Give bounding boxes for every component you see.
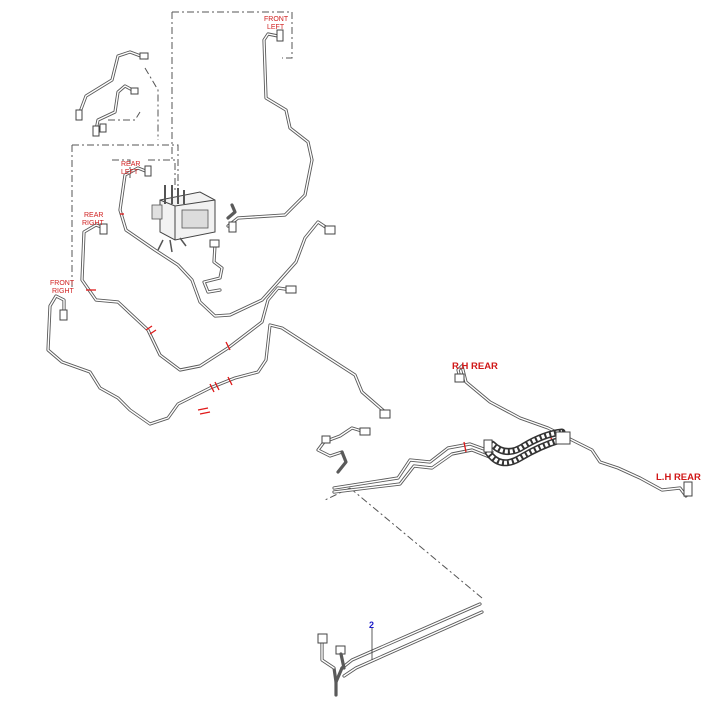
front-right-line xyxy=(46,294,391,426)
label-rear-right: REAR RIGHT xyxy=(82,212,105,227)
front-left-label-line1: FRONT xyxy=(264,16,289,23)
lh-rear-label: L.H REAR xyxy=(656,472,701,483)
rear-right-label-line2: RIGHT xyxy=(82,220,105,227)
rear-left-label-line2: LEFT xyxy=(121,169,139,176)
rear-axle-lines xyxy=(332,364,693,498)
bottom-lines xyxy=(317,602,484,697)
front-right-label-line1: FRONT xyxy=(50,280,75,287)
mid-fitting-group xyxy=(316,426,371,474)
rear-right-label-line1: REAR xyxy=(84,212,103,219)
callout-number-2: 2 xyxy=(369,620,374,630)
label-front-right: FRONT RIGHT xyxy=(50,280,75,295)
rear-left-label-line1: REAR xyxy=(121,161,140,168)
module-lower-parts xyxy=(202,203,237,294)
front-right-label-line2: RIGHT xyxy=(52,288,75,295)
front-left-line xyxy=(226,29,314,228)
abs-module xyxy=(151,185,216,253)
label-front-left: FRONT LEFT xyxy=(264,16,289,31)
rear-left-line xyxy=(118,165,336,318)
flex-hose-assembly xyxy=(483,428,571,467)
upper-left-tubes xyxy=(75,50,149,137)
rear-right-line xyxy=(80,223,297,372)
leader-lines xyxy=(71,11,483,599)
front-left-label-line2: LEFT xyxy=(267,24,285,31)
label-rear-left: REAR LEFT xyxy=(121,161,140,176)
rh-rear-label: R.H REAR xyxy=(452,361,498,372)
